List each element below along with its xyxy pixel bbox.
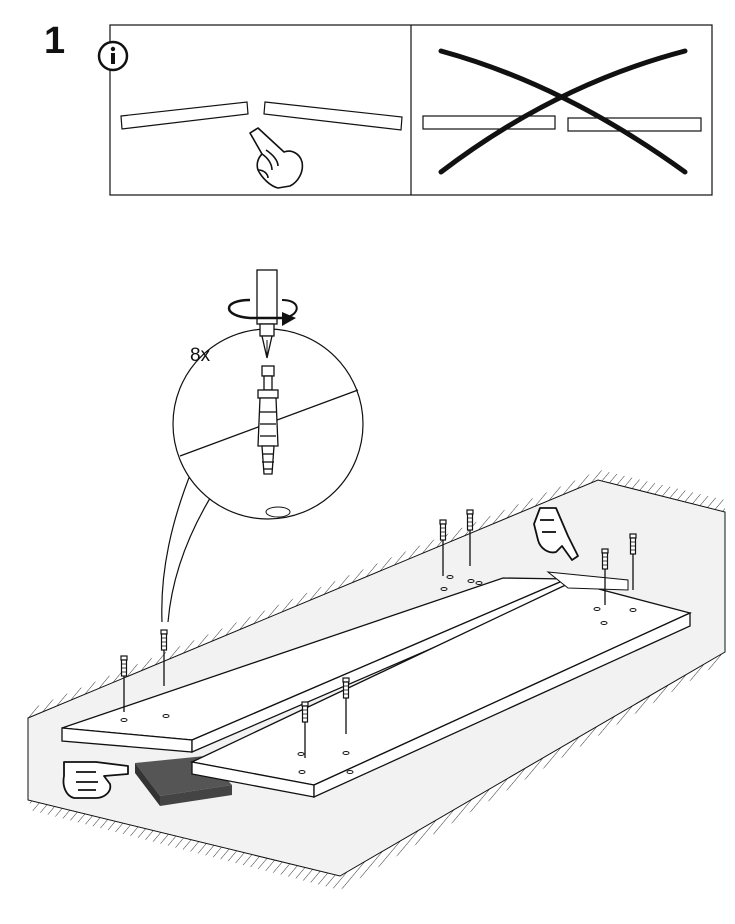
pointing-hand-icon: [249, 127, 304, 189]
quantity-label: 8x: [190, 345, 211, 366]
info-panel: [97, 24, 713, 196]
board-right: [189, 571, 692, 799]
detail-magnifier: 8x: [161, 269, 364, 623]
pointing-hand-down-icon: [533, 507, 579, 561]
rotate-clockwise-icon: [228, 298, 298, 326]
board-right-flat: [567, 117, 702, 132]
board-left-angled: [120, 101, 249, 130]
dowel-screw-detail: [257, 365, 279, 475]
board-right-angled: [263, 101, 403, 131]
board-left: [61, 577, 568, 753]
pointing-hand-right-icon: [62, 761, 129, 799]
board-left-flat: [422, 115, 556, 130]
info-icon: [97, 40, 129, 72]
drill-holes: [120, 575, 637, 774]
cross-stroke-2: [438, 48, 688, 175]
incorrect-board-arrangement: [422, 48, 702, 175]
correct-board-arrangement: [120, 101, 403, 131]
screwdriver-icon: [256, 269, 278, 359]
board-stack-under: [135, 756, 232, 806]
step-number: 1: [44, 20, 66, 62]
